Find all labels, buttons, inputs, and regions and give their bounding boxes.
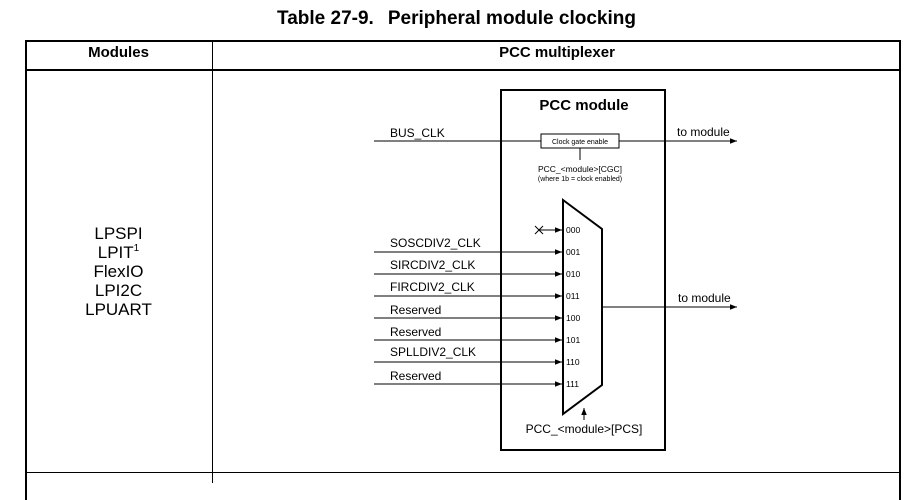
table-caption: Table 27-9. Peripheral module clocking [0,8,913,30]
header-pcc-multiplexer: PCC multiplexer [499,44,615,61]
module-item: LPIT [97,243,134,262]
table-frame [25,40,901,500]
mux-code: 101 [566,335,580,345]
module-item: LPUART [85,300,152,319]
multiplexer-shape [562,198,603,416]
to-module-label-top: to module [677,125,730,139]
header-divider [25,69,901,71]
clock-source-label: FIRCDIV2_CLK [390,280,475,294]
pcc-module-title: PCC module [539,97,628,114]
mux-code: 110 [566,357,580,367]
footnote-marker: 1 [133,243,140,254]
mux-code: 100 [566,313,580,323]
clock-source-label: SOSCDIV2_CLK [390,236,481,250]
column-divider [212,40,213,483]
pcc-module-box [500,89,666,451]
clock-source-label: Reserved [390,369,441,383]
mux-code: 011 [566,291,580,301]
clock-gate-label: Clock gate enable [552,139,608,146]
mux-code: 111 [566,379,579,389]
clock-source-label: SPLLDIV2_CLK [390,345,476,359]
module-item: LPSPI [94,224,143,243]
header-modules: Modules [88,44,149,61]
table-number: Table 27-9. [277,8,374,29]
table-title: Peripheral module clocking [387,8,636,29]
mux-code: 010 [566,269,580,279]
clock-source-label: Reserved [390,303,441,317]
pcc-diagram: PCC module BUS_CLK Clock gate enable to … [374,89,737,451]
to-module-label-mux: to module [678,291,731,305]
mux-code: 001 [566,247,580,257]
module-item: FlexIO [93,262,144,281]
clock-source-label: SIRCDIV2_CLK [390,258,475,272]
row-divider [25,472,901,473]
modules-list: LPSPI LPIT1 FlexIO LPI2C LPUART [25,224,212,319]
clock-source-label: Reserved [390,325,441,339]
module-item-lpit: LPIT1 [25,243,212,262]
cgc-label: PCC_<module>[CGC] [538,164,622,174]
cgc-note: (where 1b = clock enabled) [538,176,622,183]
module-item: LPI2C [94,281,143,300]
bus-clk-label: BUS_CLK [390,126,445,140]
pcs-label: PCC_<module>[PCS] [526,422,643,436]
mux-code: 000 [566,225,580,235]
